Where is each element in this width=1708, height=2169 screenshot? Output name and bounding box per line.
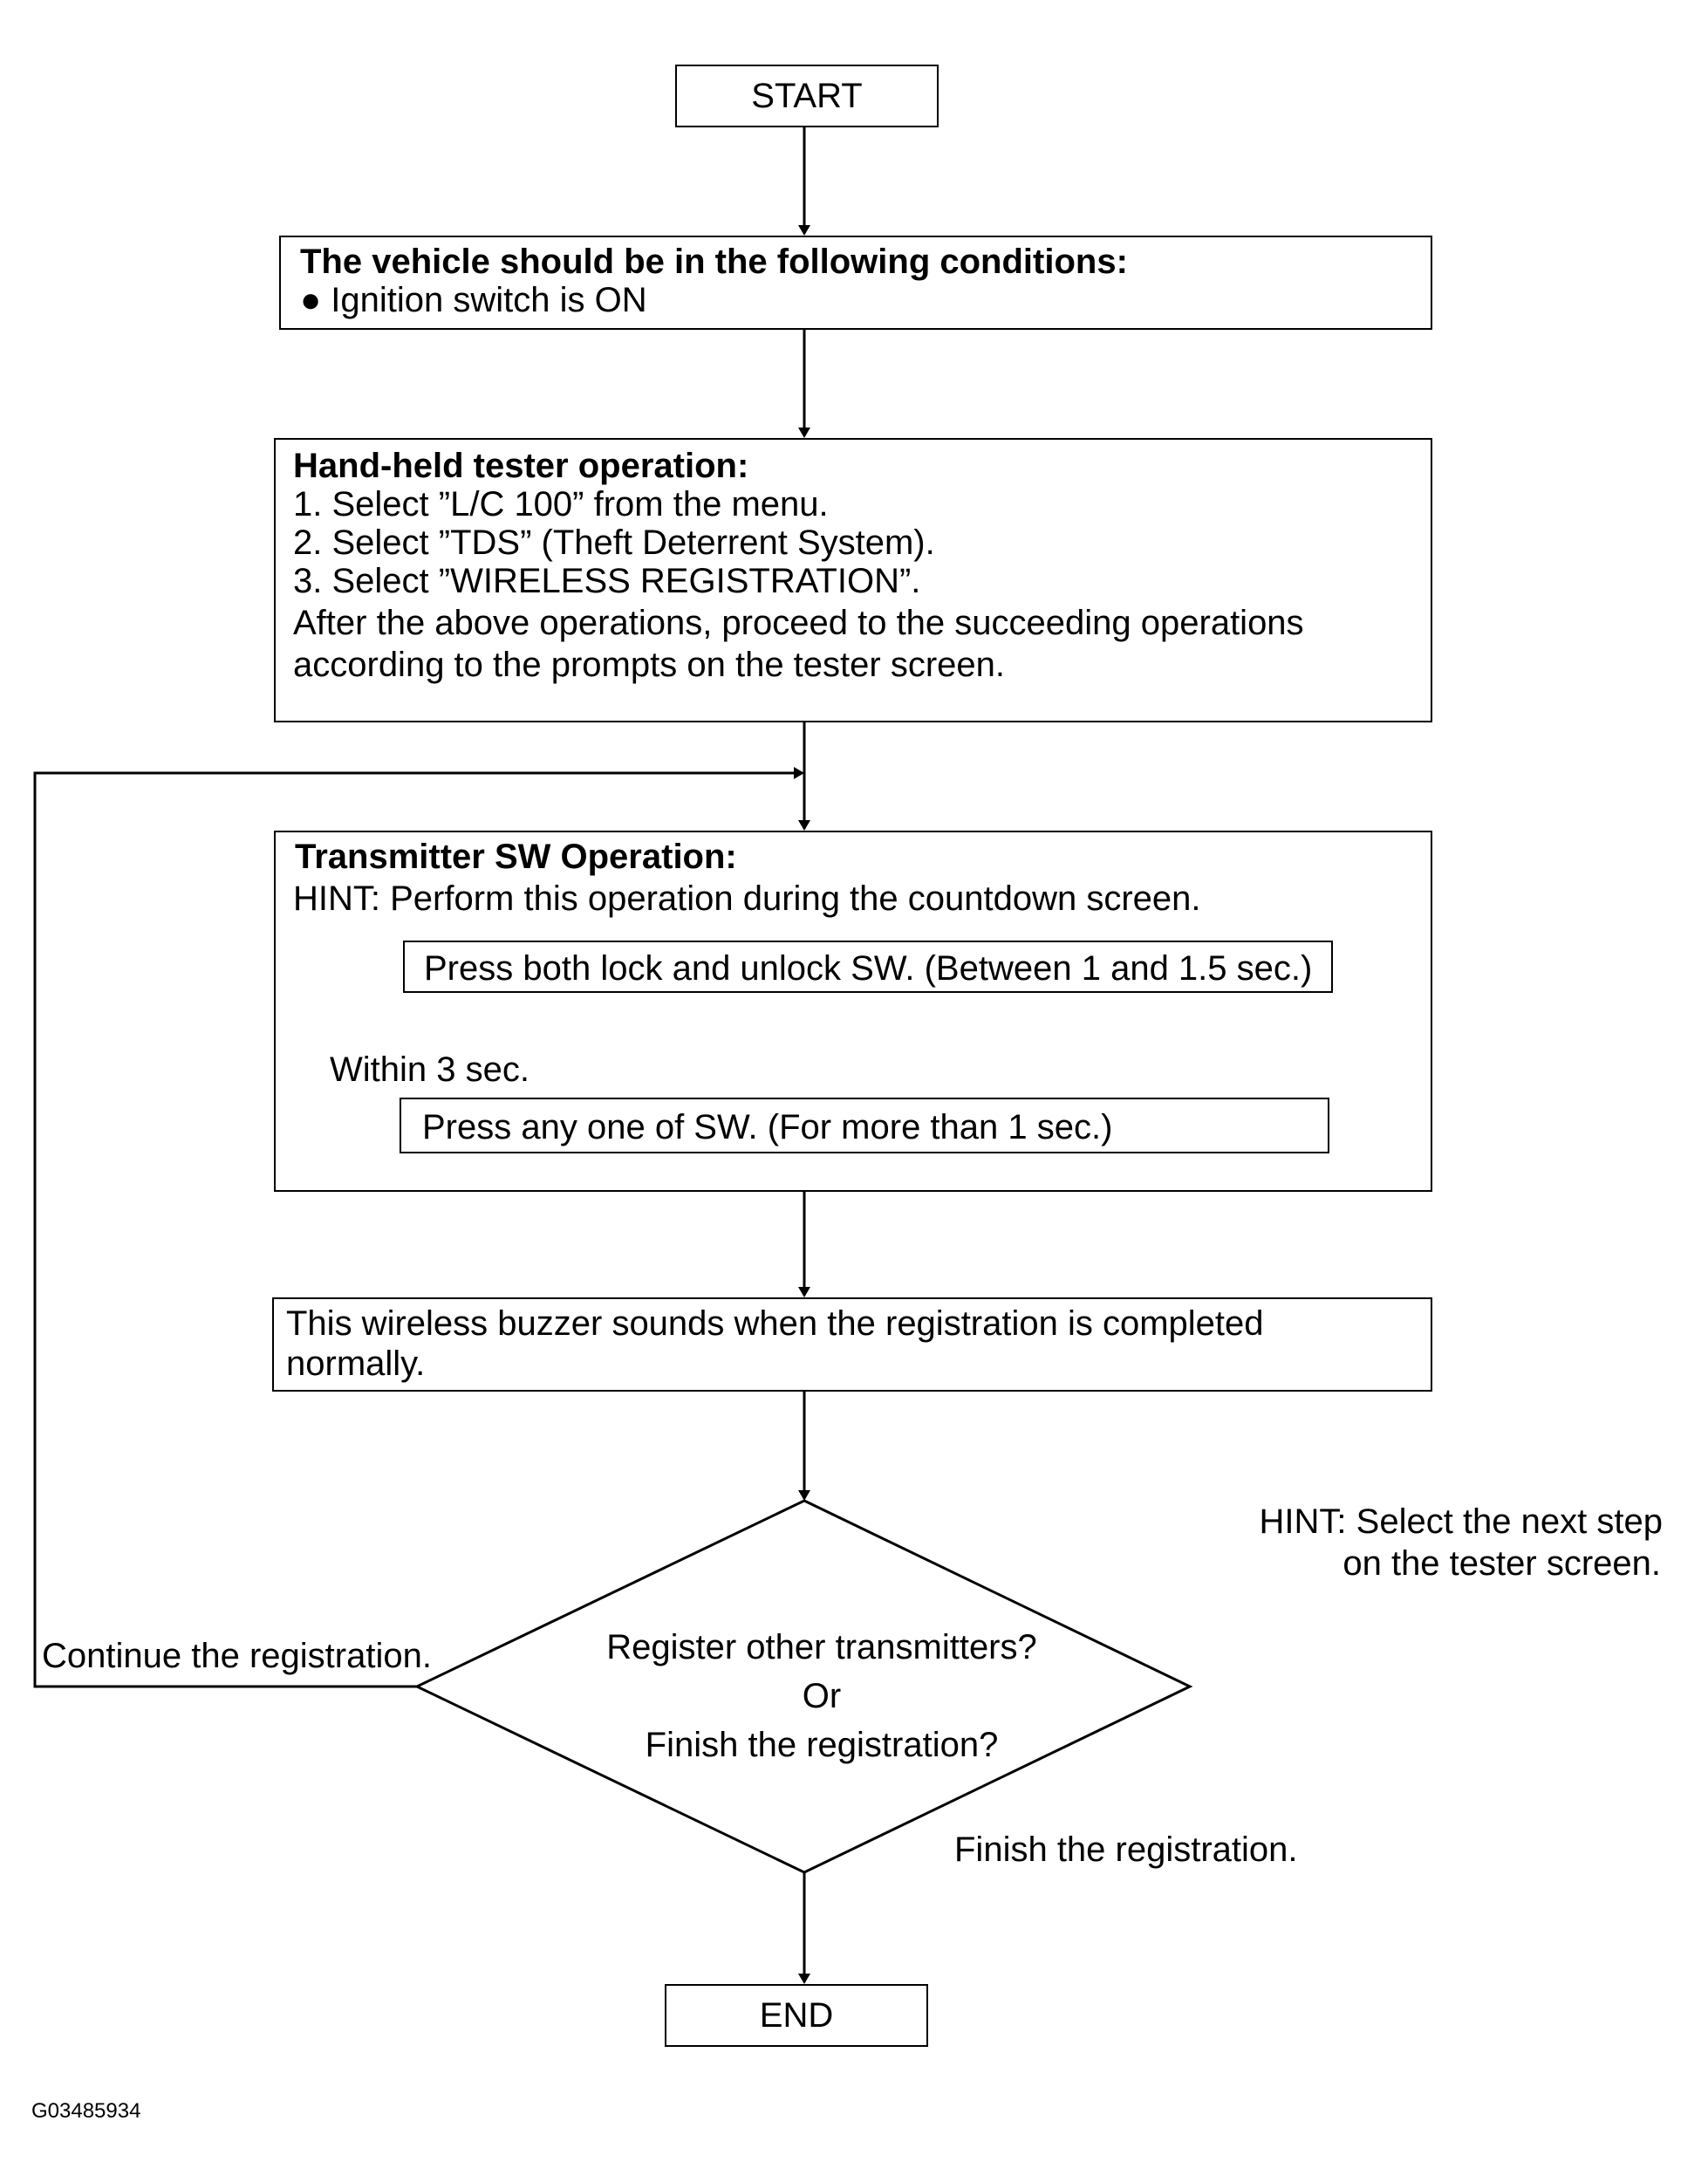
tester-box: Hand-held tester operation: 1. Select ”L… [274,438,1432,722]
tester-line-2: 2. Select ”TDS” (Theft Deterrent System)… [293,523,935,562]
tester-line-4: After the above operations, proceed to t… [293,604,1304,642]
step1-label: Press both lock and unlock SW. (Between … [424,949,1313,988]
start-terminal: START [675,65,939,127]
tester-line-3: 3. Select ”WIRELESS REGISTRATION”. [293,562,921,600]
loop-back-line [33,767,804,1688]
buzzer-line-2: normally. [286,1345,426,1383]
end-label: END [759,1996,834,2035]
tester-line-5: according to the prompts on the tester s… [293,646,1005,684]
step2-box: Press any one of SW. (For more than 1 se… [400,1098,1329,1153]
buzzer-line-1: This wireless buzzer sounds when the reg… [286,1304,1264,1343]
continue-registration-label: Continue the registration. [42,1637,432,1675]
decision-hint-line-2: on the tester screen. [1342,1544,1661,1583]
end-terminal: END [665,1984,928,2047]
step2-label: Press any one of SW. (For more than 1 se… [422,1108,1113,1146]
conditions-item: ● Ignition switch is ON [300,281,647,319]
step1-box: Press both lock and unlock SW. (Between … [403,941,1333,993]
decision-line-1: Register other transmitters? [606,1628,1037,1666]
interval-label: Within 3 sec. [330,1050,529,1089]
decision-diamond [413,1499,1193,1874]
conditions-box: The vehicle should be in the following c… [279,236,1432,330]
finish-registration-label: Finish the registration. [954,1830,1298,1869]
figure-code: G03485934 [31,2099,141,2123]
tester-heading: Hand-held tester operation: [293,447,749,485]
decision-hint-line-1: HINT: Select the next step [1259,1502,1663,1541]
start-label: START [751,77,863,115]
buzzer-box: This wireless buzzer sounds when the reg… [272,1297,1432,1392]
decision-line-3: Finish the registration? [645,1726,999,1764]
tester-line-1: 1. Select ”L/C 100” from the menu. [293,485,829,523]
transmitter-heading: Transmitter SW Operation: [295,838,737,876]
conditions-heading: The vehicle should be in the following c… [300,243,1128,281]
decision-line-2: Or [802,1677,842,1715]
transmitter-hint: HINT: Perform this operation during the … [293,879,1201,918]
